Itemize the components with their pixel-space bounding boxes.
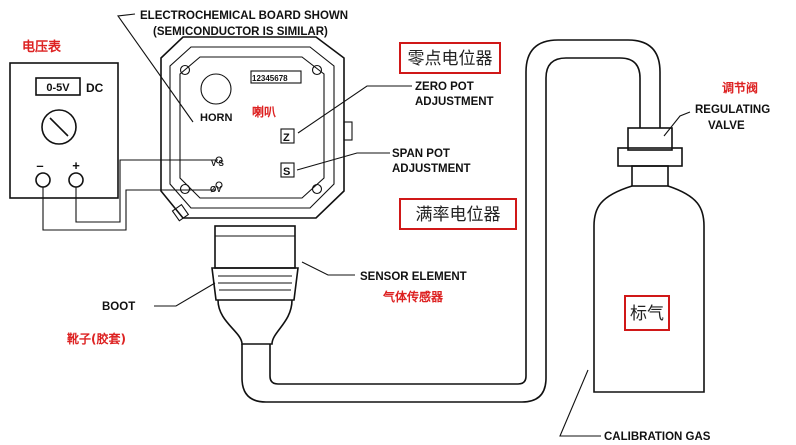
boot-thread [211, 267, 299, 301]
dip-switch [250, 70, 302, 84]
gas-cn-box [624, 295, 670, 331]
gas-cn-label: 标气 [630, 304, 664, 324]
span-pot-label-line2: ADJUSTMENT [392, 163, 471, 175]
dc-label: DC [86, 81, 104, 95]
span-pot [280, 162, 295, 178]
ov-terminal [215, 181, 223, 189]
valve-cn-label: 调节阀 [722, 80, 758, 95]
valve-label-line1: REGULATING [695, 104, 770, 116]
leader-span [296, 152, 390, 171]
meter-wires [42, 156, 223, 231]
sensor-element-label: SENSOR ELEMENT [360, 271, 467, 283]
boot [217, 299, 293, 345]
mount-hole-br [311, 183, 323, 195]
voltmeter: 0-5V DC – + [9, 62, 119, 199]
leader-sensor [301, 261, 355, 276]
regulating-valve [627, 127, 673, 151]
horn-speaker [200, 73, 232, 105]
horn-label: HORN [200, 112, 232, 124]
tube-inner [269, 39, 661, 385]
zero-pot-label-line1: ZERO POT [415, 81, 474, 93]
minus-label: – [36, 158, 43, 173]
horn-cn-label: 喇叭 [252, 104, 276, 119]
span-pot-cn-label: 满率电位器 [416, 205, 501, 225]
span-pot-cn-box [399, 198, 517, 230]
tube-outer [241, 57, 641, 403]
calibration-gas-label: CALIBRATION GAS [604, 431, 711, 443]
cylinder-neck [631, 165, 669, 187]
wire-negative [42, 187, 216, 231]
housing-lug [171, 203, 190, 222]
calibration-gas-cylinder [593, 185, 705, 393]
dip-numbers: 12345678 [252, 74, 288, 83]
zero-pot-cn-label: 零点电位器 [408, 49, 493, 69]
span-pot-label-line1: SPAN POT [392, 148, 450, 160]
positive-terminal [68, 172, 84, 188]
dial-needle [49, 117, 69, 137]
valve-label-line2: VALVE [708, 120, 745, 132]
detector-housing: 12345678 HORN Z S V S ØV [160, 36, 353, 222]
sensor-cn-label: 气体传感器 [382, 289, 444, 304]
zero-pot-symbol: Z [283, 132, 290, 144]
zero-pot-label-line2: ADJUSTMENT [415, 96, 494, 108]
ov-label: ØV [210, 185, 222, 194]
leader-zero [297, 85, 412, 134]
leader-gas [559, 369, 601, 437]
negative-terminal [35, 172, 51, 188]
housing-outer [160, 36, 345, 219]
span-pot-symbol: S [283, 166, 290, 178]
voltmeter-cn-label: 电压表 [22, 39, 62, 55]
range-label: 0-5V [46, 82, 70, 94]
mount-hole-tr [311, 64, 323, 76]
wire-positive [75, 159, 218, 223]
housing-inner [169, 46, 335, 209]
leader-valve [663, 111, 691, 137]
boot-cn-label: 靴子(胶套) [67, 331, 126, 346]
range-display [35, 77, 81, 96]
sensor-element [214, 225, 296, 269]
circuit-board [179, 56, 325, 199]
calibration-tube [241, 39, 661, 403]
sensor-assembly [211, 225, 299, 345]
mount-hole-tl [179, 64, 191, 76]
board-label-line2: (SEMICONDUCTOR IS SIMILAR) [153, 26, 328, 38]
meter-dial [41, 109, 77, 145]
zero-pot-cn-box [399, 42, 501, 74]
vs-label: V S [211, 159, 225, 168]
gas-cylinder-assembly [593, 127, 705, 393]
leader-board [117, 13, 194, 123]
voltmeter-body [9, 62, 119, 199]
mount-hole-bl [179, 183, 191, 195]
leader-lines [117, 13, 691, 437]
board-label-line1: ELECTROCHEMICAL BOARD SHOWN [140, 10, 348, 22]
plus-label: + [72, 158, 80, 173]
housing-side-port [343, 121, 353, 141]
boot-label: BOOT [102, 301, 135, 313]
vs-terminal [215, 156, 223, 164]
zero-pot [280, 128, 295, 144]
leader-boot [154, 282, 216, 307]
